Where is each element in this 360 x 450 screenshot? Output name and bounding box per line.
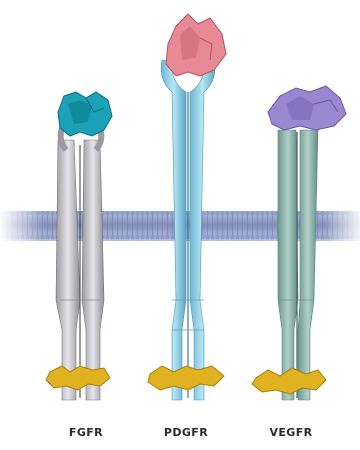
fgfr-kinase-domain xyxy=(46,366,110,390)
pdgfr-label: PDGFR xyxy=(164,426,208,439)
fgfr-label: FGFR xyxy=(69,426,103,439)
fgfr-receptor xyxy=(56,128,104,400)
pdgfr-kinase-domain xyxy=(148,366,224,390)
vegfr-label: VEGFR xyxy=(269,426,312,439)
vegfr-ligand xyxy=(268,86,346,130)
pdgfr-ligand xyxy=(166,14,226,76)
vegfr-receptor xyxy=(278,130,318,400)
fgfr-ligand xyxy=(58,92,112,136)
vegfr-kinase-domain xyxy=(252,368,326,394)
